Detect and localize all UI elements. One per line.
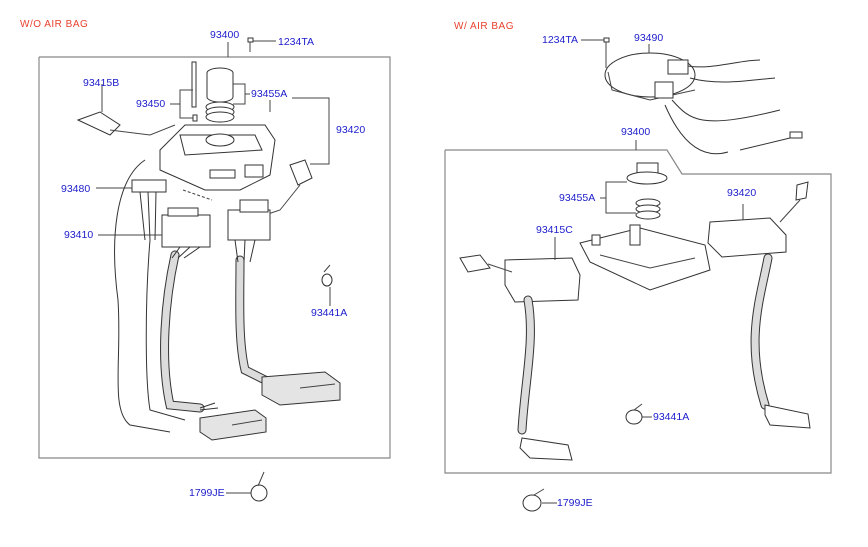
part-label-1799je-right[interactable]: 1799JE: [557, 497, 593, 509]
column-bracket-right: [579, 224, 711, 291]
part-label-93490[interactable]: 93490: [634, 32, 664, 44]
part-label-93480[interactable]: 93480: [61, 183, 91, 195]
part-label-93441a-right[interactable]: 93441A: [653, 411, 690, 423]
wiring-harness-right: [517, 253, 773, 435]
section-title-without-airbag: W/O AIR BAG: [20, 19, 89, 30]
switch-body-93410: [98, 189, 213, 248]
switch-housing-left: [159, 124, 276, 191]
clock-spring-93490: [604, 44, 803, 155]
wiring-harness-left: [114, 159, 270, 433]
screw-1234ta-left: [247, 37, 276, 52]
part-label-93400-right[interactable]: 93400: [621, 126, 651, 138]
part-label-93450[interactable]: 93450: [136, 98, 166, 110]
part-label-93420-right[interactable]: 93420: [727, 187, 757, 199]
part-label-1799je-left[interactable]: 1799JE: [189, 487, 225, 499]
part-label-93441a-left[interactable]: 93441A: [311, 307, 348, 319]
part-label-93400-left[interactable]: 93400: [210, 29, 240, 41]
part-label-93410[interactable]: 93410: [64, 229, 94, 241]
right-assembly-frame: [444, 140, 832, 474]
bearing-93455a-right: [600, 162, 668, 220]
part-label-93420-left[interactable]: 93420: [336, 124, 366, 136]
band-1799je-right: [522, 488, 557, 512]
leader-93420-left: [292, 97, 330, 165]
part-label-93455a-left[interactable]: 93455A: [251, 88, 288, 100]
part-label-93455a-right[interactable]: 93455A: [559, 192, 596, 204]
connector-left-upper: [261, 371, 341, 406]
switch-93420-right: [707, 181, 809, 258]
lever-93415b-left: [76, 84, 176, 136]
lever-93420-left: [264, 159, 313, 216]
screw-1234ta-right: [581, 37, 610, 68]
connector-right-right: [764, 404, 811, 429]
clip-93441a-right: [625, 403, 652, 425]
band-1799je-left: [226, 471, 268, 502]
section-title-with-airbag: W/ AIR BAG: [454, 21, 515, 32]
switch-module-right-left: [227, 199, 271, 241]
clip-93441a-left: [321, 264, 333, 306]
connector-right-left: [519, 437, 573, 461]
lever-93415c-right: [459, 237, 581, 303]
switch-93480: [96, 179, 167, 241]
left-assembly-frame: [38, 42, 391, 459]
bearing-93455a-left: [205, 67, 271, 123]
part-label-1234ta-left[interactable]: 1234TA: [278, 36, 314, 48]
part-label-1234ta-right[interactable]: 1234TA: [542, 34, 578, 46]
part-label-93415b[interactable]: 93415B: [83, 77, 120, 89]
part-label-93415c[interactable]: 93415C: [536, 224, 573, 236]
connector-left-lower: [199, 409, 267, 441]
pin-93450: [170, 61, 198, 122]
